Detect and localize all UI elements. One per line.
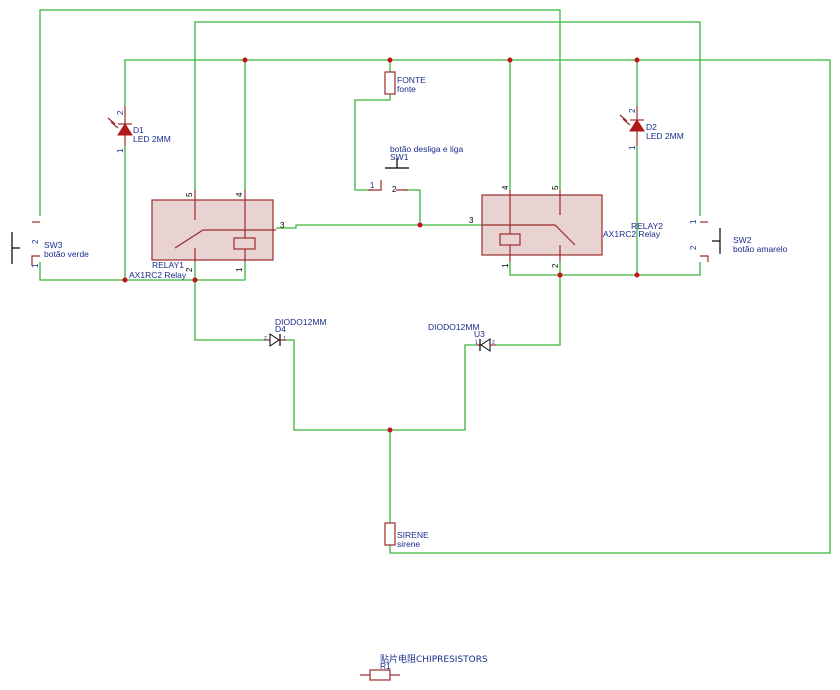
wire-relay1-d4[interactable] xyxy=(194,262,264,341)
fonte-name: FONTE xyxy=(397,75,426,85)
wire-top-rail[interactable] xyxy=(124,59,831,554)
d1-value: LED 2MM xyxy=(133,134,171,144)
relay1-pin4: 4 xyxy=(235,192,244,197)
u3-value: DIODO12MM xyxy=(428,322,479,332)
sw3-switch[interactable]: 2 1 SW3 botão verde xyxy=(11,221,89,268)
d2-name: D2 xyxy=(646,122,657,132)
wires xyxy=(39,9,831,554)
sw2-switch[interactable]: 1 2 SW2 botão amarelo xyxy=(689,219,788,262)
sw3-pin1: 1 xyxy=(31,263,40,268)
relay2-pin1: 1 xyxy=(501,263,510,268)
r1-chip-resistor[interactable]: 贴片电阻CHIPRESISTORS R1 xyxy=(360,653,488,681)
junction-dot xyxy=(387,57,393,63)
relay1-name: RELAY1 xyxy=(152,260,184,270)
relay1-pin5: 5 xyxy=(185,192,194,197)
junction-dot xyxy=(634,272,640,278)
sw2-pin2: 2 xyxy=(689,245,698,250)
sw3-pin2: 2 xyxy=(31,239,40,244)
d4-value: DIODO12MM xyxy=(275,317,326,327)
junction-dot xyxy=(634,57,640,63)
sw1-switch[interactable]: botão desliga e liga SW1 1 2 xyxy=(368,144,464,194)
relay2-value: AX1RC2 Relay xyxy=(603,229,661,239)
sw2-pin1: 1 xyxy=(689,219,698,224)
relay1-pin3: 3 xyxy=(280,221,285,230)
d2-value: LED 2MM xyxy=(646,131,684,141)
wire-u3-relay2[interactable] xyxy=(496,262,561,346)
relay2[interactable]: 4 5 3 1 2 RELAY2 AX1RC2 Relay xyxy=(469,185,663,268)
wire-top-outer[interactable] xyxy=(39,9,561,216)
relay1-pin1: 1 xyxy=(235,267,244,272)
wire-d4-sirene[interactable] xyxy=(286,339,476,431)
d4-diode[interactable]: DIODO12MM D4 2 1 xyxy=(264,317,326,347)
d2-pin2: 2 xyxy=(628,108,637,113)
sw1-pin1: 1 xyxy=(370,181,375,190)
d4-pin-a: 2 xyxy=(264,336,267,342)
junctions xyxy=(122,57,640,433)
d1-name: D1 xyxy=(133,125,144,135)
relay2-pin5: 5 xyxy=(551,185,560,190)
d2-led[interactable]: 2 1 D2 LED 2MM xyxy=(619,106,684,150)
d2-pin1: 1 xyxy=(628,145,637,150)
relay2-name: RELAY2 xyxy=(631,221,663,231)
sw1-value: botão desliga e liga xyxy=(390,144,464,154)
relay1-value: AX1RC2 Relay xyxy=(129,270,187,280)
sw3-value: botão verde xyxy=(44,249,89,259)
sirene-value: sirene xyxy=(397,539,420,549)
d1-pin1: 1 xyxy=(116,148,125,153)
junction-dot xyxy=(417,222,423,228)
junction-dot xyxy=(122,277,128,283)
u3-pin-a: 1 xyxy=(475,340,478,346)
sirene-name: SIRENE xyxy=(397,530,429,540)
relay2-pin4: 4 xyxy=(501,185,510,190)
junction-dot xyxy=(557,272,563,278)
sw1-pin2: 2 xyxy=(392,185,397,194)
fonte-resistor[interactable]: FONTE fonte xyxy=(384,71,426,95)
relay1[interactable]: 5 4 3 2 1 RELAY1 AX1RC2 Relay xyxy=(129,190,285,280)
relay2-pin2: 2 xyxy=(551,263,560,268)
u3-name: U3 xyxy=(474,329,485,339)
sirene-load[interactable]: SIRENE sirene xyxy=(384,522,429,549)
d1-pin2: 2 xyxy=(116,110,125,115)
d4-pin-k: 1 xyxy=(283,336,286,342)
d4-name: D4 xyxy=(275,324,286,334)
relay2-pin3: 3 xyxy=(469,216,474,225)
sw3-name: SW3 xyxy=(44,240,63,250)
relay1-pin2: 2 xyxy=(185,267,194,272)
junction-dot xyxy=(387,427,393,433)
wire-top-mid[interactable] xyxy=(194,21,701,216)
r1-value: 贴片电阻CHIPRESISTORS xyxy=(380,653,488,665)
wire-sw3-bottom[interactable] xyxy=(39,262,246,281)
d1-led[interactable]: 2 1 D1 LED 2MM xyxy=(107,106,171,153)
wire-relay2-bottom[interactable] xyxy=(509,262,701,276)
junction-dot xyxy=(242,57,248,63)
wire-fonte-sw1[interactable] xyxy=(354,94,391,191)
sw2-value: botão amarelo xyxy=(733,244,788,254)
wire-relay3-link[interactable] xyxy=(276,224,482,229)
sw1-name: SW1 xyxy=(390,152,409,162)
u3-pin-k: 2 xyxy=(492,340,495,346)
junction-dot xyxy=(192,277,198,283)
u3-diode[interactable]: DIODO12MM U3 1 2 xyxy=(428,322,496,352)
r1-name: R1 xyxy=(380,661,391,671)
junction-dot xyxy=(507,57,513,63)
sw2-name: SW2 xyxy=(733,235,752,245)
fonte-value: fonte xyxy=(397,84,416,94)
wire-sw1-relay3[interactable] xyxy=(402,189,421,225)
